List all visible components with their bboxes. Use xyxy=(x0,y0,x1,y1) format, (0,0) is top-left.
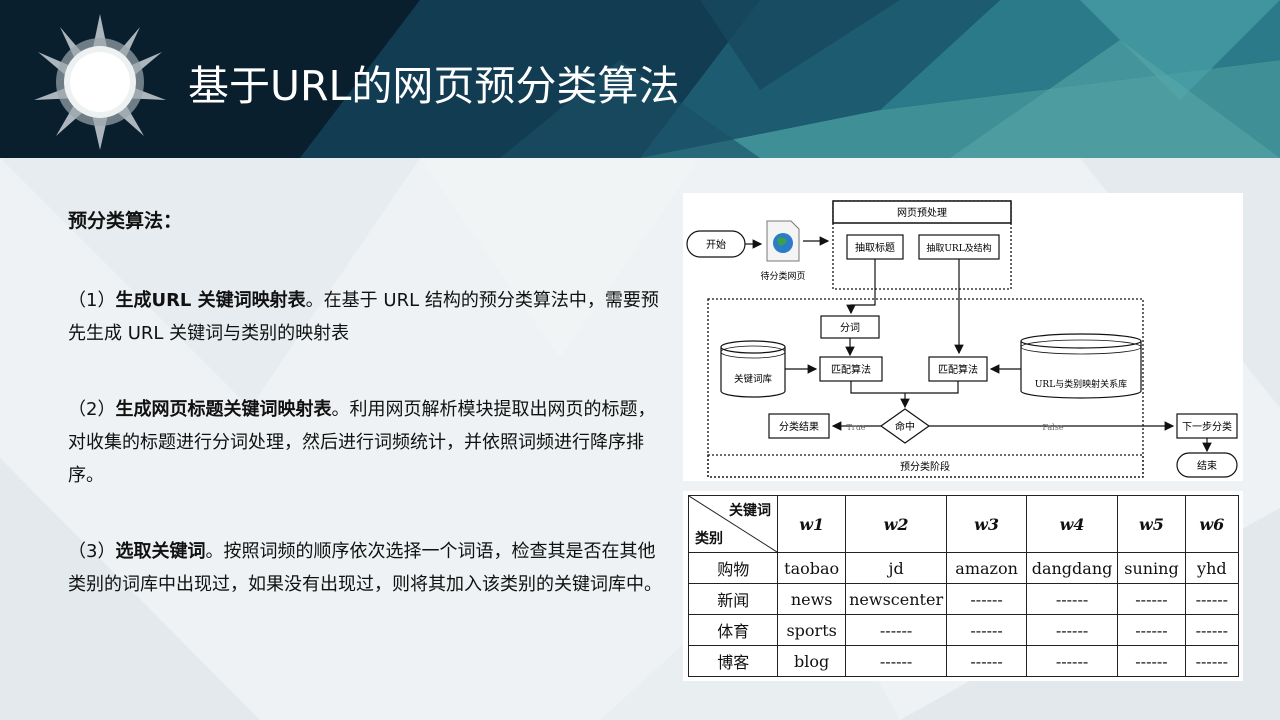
table-row: 新闻 news newscenter ------ ------ ------ … xyxy=(687,583,1240,615)
false-label: False xyxy=(1042,423,1063,432)
column-header: w1 xyxy=(777,495,846,553)
category-cell: 购物 xyxy=(687,552,779,584)
table-cell: ------ xyxy=(1117,645,1186,677)
stage-label: 预分类阶段 xyxy=(900,460,950,473)
table-cell: ------ xyxy=(946,645,1027,677)
end-label: 结束 xyxy=(1197,459,1217,472)
paragraph-3: （3）选取关键词。按照词频的顺序依次选择一个词语，检查其是否在其他类别的词库中出… xyxy=(68,535,668,601)
category-cell: 博客 xyxy=(687,645,779,677)
flowchart-figure: 开始 待分类网页 网页预处理 抽取标题 抽取URL及结构 预分类阶段 xyxy=(683,193,1243,481)
match-label-1: 匹配算法 xyxy=(831,363,871,376)
table-cell: taobao xyxy=(777,552,846,584)
start-label: 开始 xyxy=(706,238,726,251)
table-cell: newscenter xyxy=(844,583,948,615)
paragraph-2: （2）生成网页标题关键词映射表。利用网页解析模块提取出网页的标题，对收集的标题进… xyxy=(68,393,668,492)
extract-title-label: 抽取标题 xyxy=(855,241,895,254)
starburst-logo-icon xyxy=(34,14,166,150)
table-cell: sports xyxy=(777,614,846,646)
table-cell: ------ xyxy=(1184,583,1240,615)
paragraph-prefix: （2） xyxy=(68,399,116,420)
table-cell: dangdang xyxy=(1025,552,1119,584)
table-cell: ------ xyxy=(1184,645,1240,677)
segment-label: 分词 xyxy=(840,322,860,334)
column-header: w6 xyxy=(1184,495,1240,553)
column-header: w5 xyxy=(1117,495,1186,553)
extract-url-label: 抽取URL及结构 xyxy=(926,242,991,254)
paragraph-text: 。利用网页解析模块提取出网页的标题，对收集的标题进行分词处理，然后进行词频统计，… xyxy=(68,399,656,486)
section-heading: 预分类算法： xyxy=(68,210,183,232)
webpage-icon xyxy=(766,220,800,262)
table-cell: ------ xyxy=(844,645,948,677)
table-row: 博客 blog ------ ------ ------ ------ ----… xyxy=(687,645,1240,677)
next-step-label: 下一步分类 xyxy=(1182,420,1232,433)
end-node xyxy=(1176,452,1238,478)
match-box-1 xyxy=(819,356,883,382)
paragraph-text: 。按照词频的顺序依次选择一个词语，检查其是否在其他类别的词库中出现过，如果没有出… xyxy=(68,541,662,595)
match-label-2: 匹配算法 xyxy=(938,363,978,376)
next-step-box xyxy=(1176,413,1238,439)
result-label: 分类结果 xyxy=(779,420,819,433)
body-text: 预分类算法： （1）生成URL 关键词映射表。在基于 URL 结构的预分类算法中… xyxy=(68,205,668,644)
header-band: 基于URL的网页预分类算法 xyxy=(0,0,1280,158)
url-db-icon xyxy=(1020,333,1142,399)
table-cell: suning xyxy=(1117,552,1186,584)
table-cell: ------ xyxy=(1117,583,1186,615)
flowchart: 开始 待分类网页 网页预处理 抽取标题 抽取URL及结构 预分类阶段 xyxy=(686,200,1238,478)
stage-group xyxy=(707,298,1144,478)
column-header: w3 xyxy=(946,495,1027,553)
keyword-db-icon xyxy=(720,340,786,398)
table-cell: news xyxy=(777,583,846,615)
category-cell: 新闻 xyxy=(687,583,779,615)
paragraph-text: 。在基于 URL 结构的预分类算法中，需要预先生成 URL 关键词与类别的映射表 xyxy=(68,290,659,344)
table-cell: amazon xyxy=(946,552,1027,584)
url-db-label: URL与类别映射关系库 xyxy=(1035,378,1127,390)
table-row: 体育 sports ------ ------ ------ ------ --… xyxy=(687,614,1240,646)
table-cell: ------ xyxy=(1025,583,1119,615)
extract-url-box xyxy=(918,234,1000,260)
table-cell: ------ xyxy=(844,614,948,646)
table-cell: ------ xyxy=(946,614,1027,646)
match-box-2 xyxy=(928,356,988,382)
hit-label: 命中 xyxy=(895,420,915,433)
column-header: w2 xyxy=(844,495,948,553)
preprocess-title-box xyxy=(832,200,1012,224)
table-cell: ------ xyxy=(1025,645,1119,677)
table-row: 购物 taobao jd amazon dangdang suning yhd xyxy=(687,552,1240,584)
table-cell: ------ xyxy=(1184,614,1240,646)
paragraph-bold: 生成URL 关键词映射表 xyxy=(115,290,306,311)
table-cell: jd xyxy=(844,552,948,584)
keyword-table: 关键词 类别 w1 w2 w3 w4 w5 w6 购物 taobao jd am… xyxy=(687,495,1240,677)
table-cell: ------ xyxy=(946,583,1027,615)
table-header-row: 关键词 类别 w1 w2 w3 w4 w5 w6 xyxy=(687,495,1240,553)
paragraph-bold: 选取关键词 xyxy=(115,541,206,562)
paragraph-1: （1）生成URL 关键词映射表。在基于 URL 结构的预分类算法中，需要预先生成… xyxy=(68,284,668,350)
hit-decision xyxy=(879,408,931,444)
column-header: w4 xyxy=(1025,495,1119,553)
keyword-db-label: 关键词库 xyxy=(734,373,773,385)
table-cell: ------ xyxy=(1117,614,1186,646)
corner-bottom-label: 类别 xyxy=(695,531,723,547)
paragraph-bold: 生成网页标题关键词映射表 xyxy=(115,399,332,420)
category-cell: 体育 xyxy=(687,614,779,646)
true-label: True xyxy=(846,423,865,432)
page-title: 基于URL的网页预分类算法 xyxy=(188,62,680,110)
preprocess-title: 网页预处理 xyxy=(897,207,947,219)
table-cell: blog xyxy=(777,645,846,677)
table-cell: ------ xyxy=(1025,614,1119,646)
webpage-label: 待分类网页 xyxy=(760,270,805,282)
paragraph-prefix: （1） xyxy=(68,290,116,311)
paragraph-prefix: （3） xyxy=(68,541,116,562)
keyword-table-figure: 关键词 类别 w1 w2 w3 w4 w5 w6 购物 taobao jd am… xyxy=(683,491,1243,681)
table-cell: yhd xyxy=(1184,552,1240,584)
result-box xyxy=(768,413,830,439)
table-corner-cell: 关键词 类别 xyxy=(687,495,779,553)
corner-top-label: 关键词 xyxy=(729,503,771,519)
